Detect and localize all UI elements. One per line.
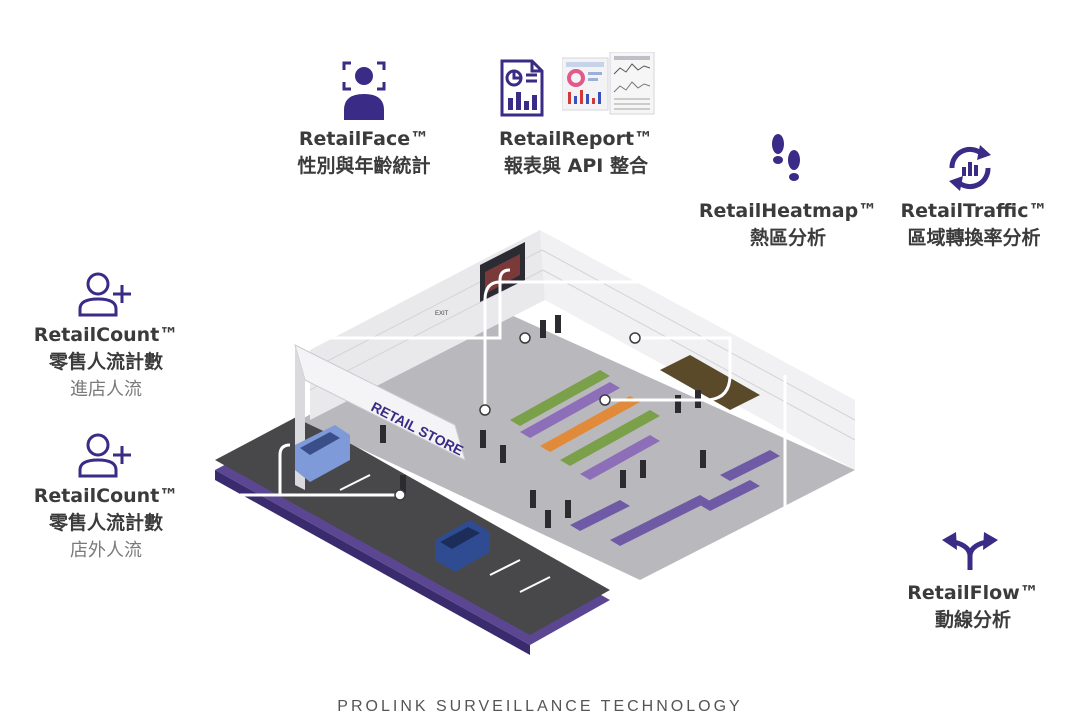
report-document-icon <box>499 58 545 118</box>
retail-heatmap-title: RetailHeatmap™ <box>698 200 878 222</box>
retail-face-subtitle: 性別與年齡統計 <box>297 155 431 177</box>
retail-flow-title: RetailFlow™ <box>907 582 1039 604</box>
exit-sign: EXIT <box>435 311 449 317</box>
report-dashboard-thumbnails <box>561 51 656 120</box>
checkout-counters <box>570 450 780 546</box>
retail-count-out-subtitle: 零售人流計數 <box>48 512 163 534</box>
produce-display <box>660 355 760 410</box>
footer-company-name: PROLINK SURVEILLANCE TECHNOLOGY <box>337 698 743 715</box>
car-blue-1 <box>295 425 350 482</box>
face-recognition-icon <box>341 60 387 120</box>
retail-heatmap-feature: RetailHeatmap™ 熱區分析 <box>698 198 878 252</box>
retail-count-out-title: RetailCount™ <box>33 485 179 507</box>
retail-face-title: RetailFace™ <box>298 128 430 150</box>
retail-report-title: RetailReport™ <box>498 128 654 150</box>
retail-traffic-subtitle: 區域轉換率分析 <box>907 227 1041 249</box>
isometric-store-illustration: RETAIL STORE EXIT <box>200 220 870 674</box>
car-blue-2 <box>435 520 490 572</box>
split-arrows-icon <box>940 532 1000 570</box>
retail-flow-subtitle: 動線分析 <box>934 609 1011 631</box>
retail-face-feature: RetailFace™ 性別與年齡統計 <box>284 126 444 180</box>
retail-count-in-title: RetailCount™ <box>33 324 179 346</box>
add-user-icon <box>78 271 134 317</box>
add-user-icon <box>78 432 134 478</box>
shelf-rows <box>510 370 660 480</box>
retail-heatmap-subtitle: 熱區分析 <box>749 227 826 249</box>
retail-count-in-detail: 進店人流 <box>70 379 142 400</box>
right-back-wall <box>540 230 855 470</box>
store-floor <box>300 310 855 580</box>
retail-count-out-detail: 店外人流 <box>70 540 142 561</box>
retail-report-subtitle: 報表與 API 整合 <box>504 155 648 177</box>
retail-count-out-feature: RetailCount™ 零售人流計數 店外人流 <box>26 483 186 565</box>
retail-count-in-feature: RetailCount™ 零售人流計數 進店人流 <box>26 322 186 404</box>
connector-lines <box>240 268 787 510</box>
retail-flow-feature: RetailFlow™ 動線分析 <box>893 580 1053 634</box>
traffic-conversion-icon <box>944 143 996 193</box>
retail-count-in-subtitle: 零售人流計數 <box>48 351 163 373</box>
retail-traffic-feature: RetailTraffic™ 區域轉換率分析 <box>890 198 1058 252</box>
footprints-icon <box>770 133 804 187</box>
retail-traffic-title: RetailTraffic™ <box>900 200 1048 222</box>
retail-report-feature: RetailReport™ 報表與 API 整合 <box>496 126 656 180</box>
